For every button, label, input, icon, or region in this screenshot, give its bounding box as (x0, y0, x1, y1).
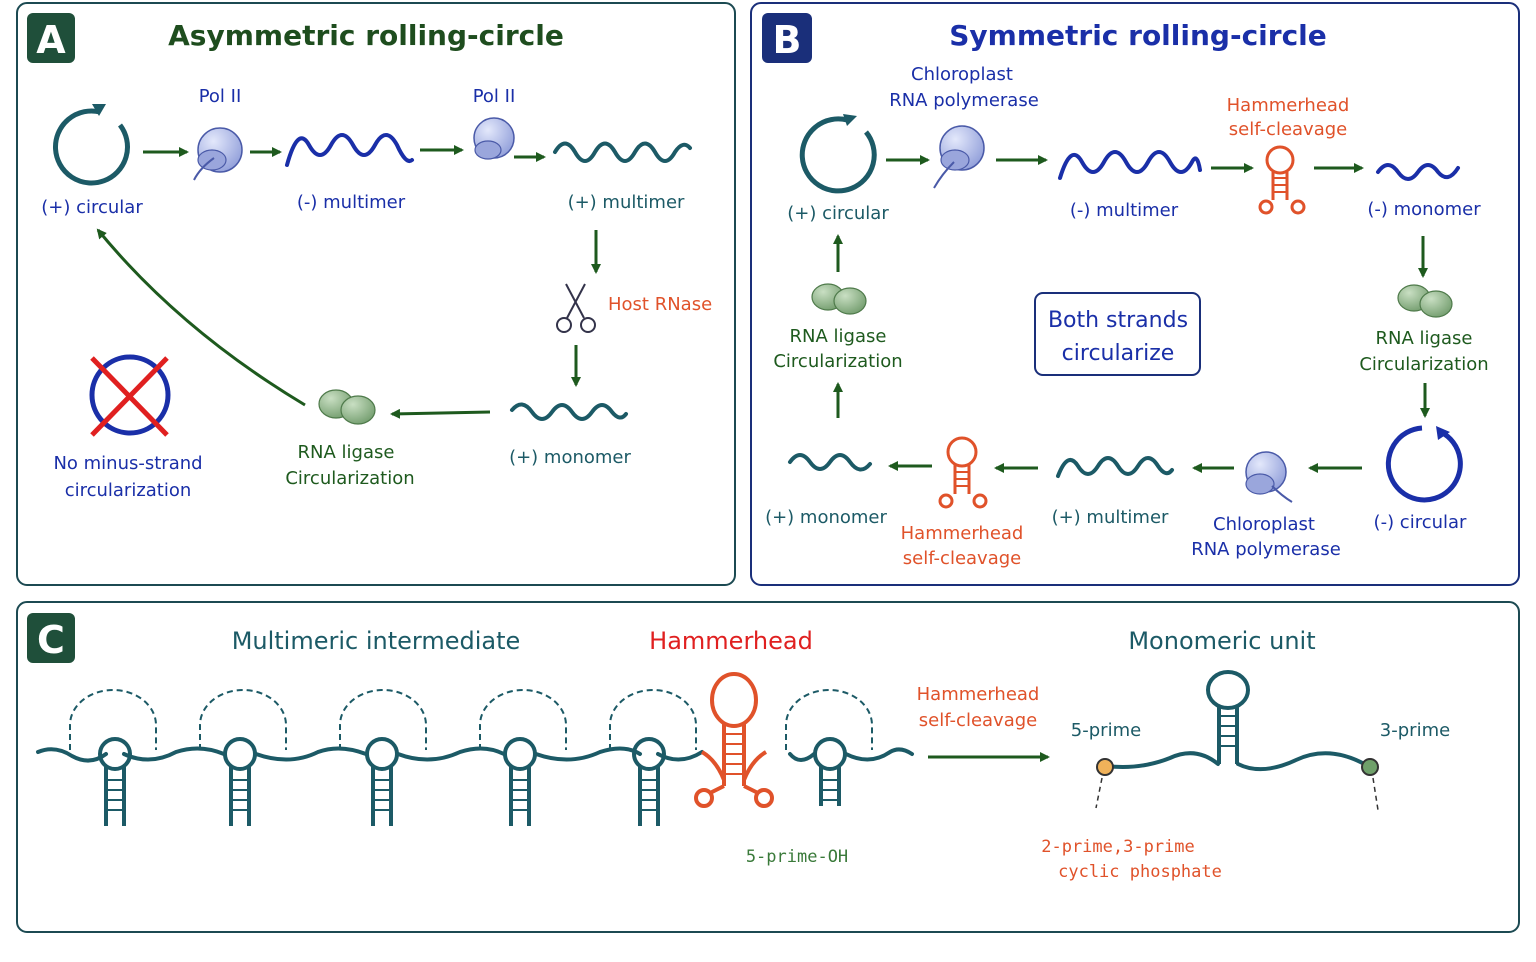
chloro-top-label-1: Chloroplast (911, 64, 1013, 85)
no-minus-label-1: No minus-strand (53, 453, 202, 474)
svg-text:circularize: circularize (1062, 341, 1175, 366)
monomeric-title: Monomeric unit (1128, 627, 1315, 655)
svg-text:B: B (773, 18, 802, 62)
circle-arrow-icon (799, 114, 877, 194)
minus-multimer-wave (285, 133, 414, 167)
hammerhead-structure (694, 672, 774, 808)
no-minus-label-2: circularization (65, 480, 192, 501)
polymerase-icon (933, 125, 985, 189)
multimeric-title: Multimeric intermediate (232, 627, 521, 655)
multimer-backbone (36, 746, 914, 763)
plus-circular-label: (+) circular (41, 197, 143, 218)
panel-a-badge: A (27, 13, 75, 63)
hh-bottom-label-1: Hammerhead (901, 523, 1024, 544)
panel-c: C Multimeric intermediate Hammerhead Mon… (16, 601, 1520, 933)
chloro-top-label-2: RNA polymerase (889, 90, 1039, 111)
minus-monomer-wave (1376, 163, 1460, 181)
minus-multimer-label-b: (-) multimer (1070, 200, 1179, 221)
hh-top-label-2: self-cleavage (1229, 119, 1348, 140)
return-arrow (96, 228, 306, 407)
hammerhead-icon (938, 436, 988, 509)
monomer-hairpin (1206, 670, 1250, 764)
panel-b-title: Symmetric rolling-circle (949, 19, 1327, 52)
plus-monomer-wave-b (788, 453, 872, 472)
panel-b: B Symmetric rolling-circle (+) circular … (750, 2, 1520, 586)
ligase-left-label-2: Circularization (773, 351, 902, 372)
polymerase-icon (193, 127, 243, 181)
plus-multimer-label-b: (+) multimer (1052, 507, 1169, 528)
ligase-right-label-2: Circularization (1359, 354, 1488, 375)
pol-ii-label-1: Pol II (199, 86, 242, 107)
minus-monomer-label: (-) monomer (1367, 199, 1481, 220)
hh-c-label-1: Hammerhead (917, 684, 1040, 705)
ligase-right-label-1: RNA ligase (1376, 328, 1473, 349)
five-prime-oh-label: 5-prime-OH (746, 847, 848, 867)
polymerase-icon (473, 117, 515, 160)
monomer-backbone (1104, 751, 1370, 772)
hammerhead-title: Hammerhead (649, 627, 813, 655)
panel-c-badge: C (27, 613, 75, 663)
hh-top-label-1: Hammerhead (1227, 95, 1350, 116)
five-prime-end-marker (1096, 758, 1114, 776)
hh-c-label-2: self-cleavage (919, 710, 1038, 731)
plus-monomer-label: (+) monomer (509, 447, 631, 468)
polymerase-icon (1245, 451, 1293, 503)
ligase-label-1: RNA ligase (298, 442, 395, 463)
circle-arrow-icon (53, 104, 130, 186)
hammerhead-icon (1258, 145, 1306, 215)
plus-multimer-label: (+) multimer (568, 192, 685, 213)
host-rnase-label: Host RNase (608, 294, 712, 315)
ligase-icon (811, 283, 867, 315)
plus-multimer-wave-b (1056, 456, 1174, 478)
plus-monomer-label-b: (+) monomer (765, 507, 887, 528)
stem-loops (98, 737, 847, 826)
minus-multimer-wave-b (1058, 150, 1202, 180)
scissors-icon (556, 283, 596, 333)
chloro-bottom-label-2: RNA polymerase (1191, 539, 1341, 560)
svg-text:Both strands: Both strands (1048, 308, 1188, 333)
svg-text:C: C (37, 618, 65, 662)
minus-multimer-label: (-) multimer (297, 192, 406, 213)
ligase-icon (318, 389, 376, 425)
three-prime-end-marker (1361, 758, 1379, 776)
plus-monomer-wave (510, 402, 628, 421)
plus-multimer-wave (553, 141, 692, 163)
panel-a: A Asymmetric rolling-circle (+) circular… (16, 2, 736, 586)
ligase-icon (1397, 284, 1453, 318)
five-prime-label: 5-prime (1071, 720, 1141, 741)
ligase-left-label-1: RNA ligase (790, 326, 887, 347)
cyclic-label-1: 2-prime,3-prime (1041, 837, 1195, 857)
panel-a-title: Asymmetric rolling-circle (168, 19, 564, 52)
chloro-bottom-label-1: Chloroplast (1213, 514, 1315, 535)
ligase-label-2: Circularization (285, 468, 414, 489)
circle-arrow-icon (1385, 425, 1463, 503)
svg-text:A: A (36, 18, 66, 62)
cross-icon (89, 354, 171, 437)
plus-circular-label-b: (+) circular (787, 203, 889, 224)
minus-circular-label: (-) circular (1374, 512, 1468, 533)
both-strands-box: Both strands circularize (1034, 292, 1201, 376)
three-prime-label: 3-prime (1380, 720, 1450, 741)
hh-bottom-label-2: self-cleavage (903, 548, 1022, 569)
pol-ii-label-2: Pol II (473, 86, 516, 107)
cyclic-label-2: cyclic phosphate (1058, 862, 1222, 882)
panel-b-badge: B (762, 13, 812, 63)
dashed-loops (69, 689, 873, 750)
